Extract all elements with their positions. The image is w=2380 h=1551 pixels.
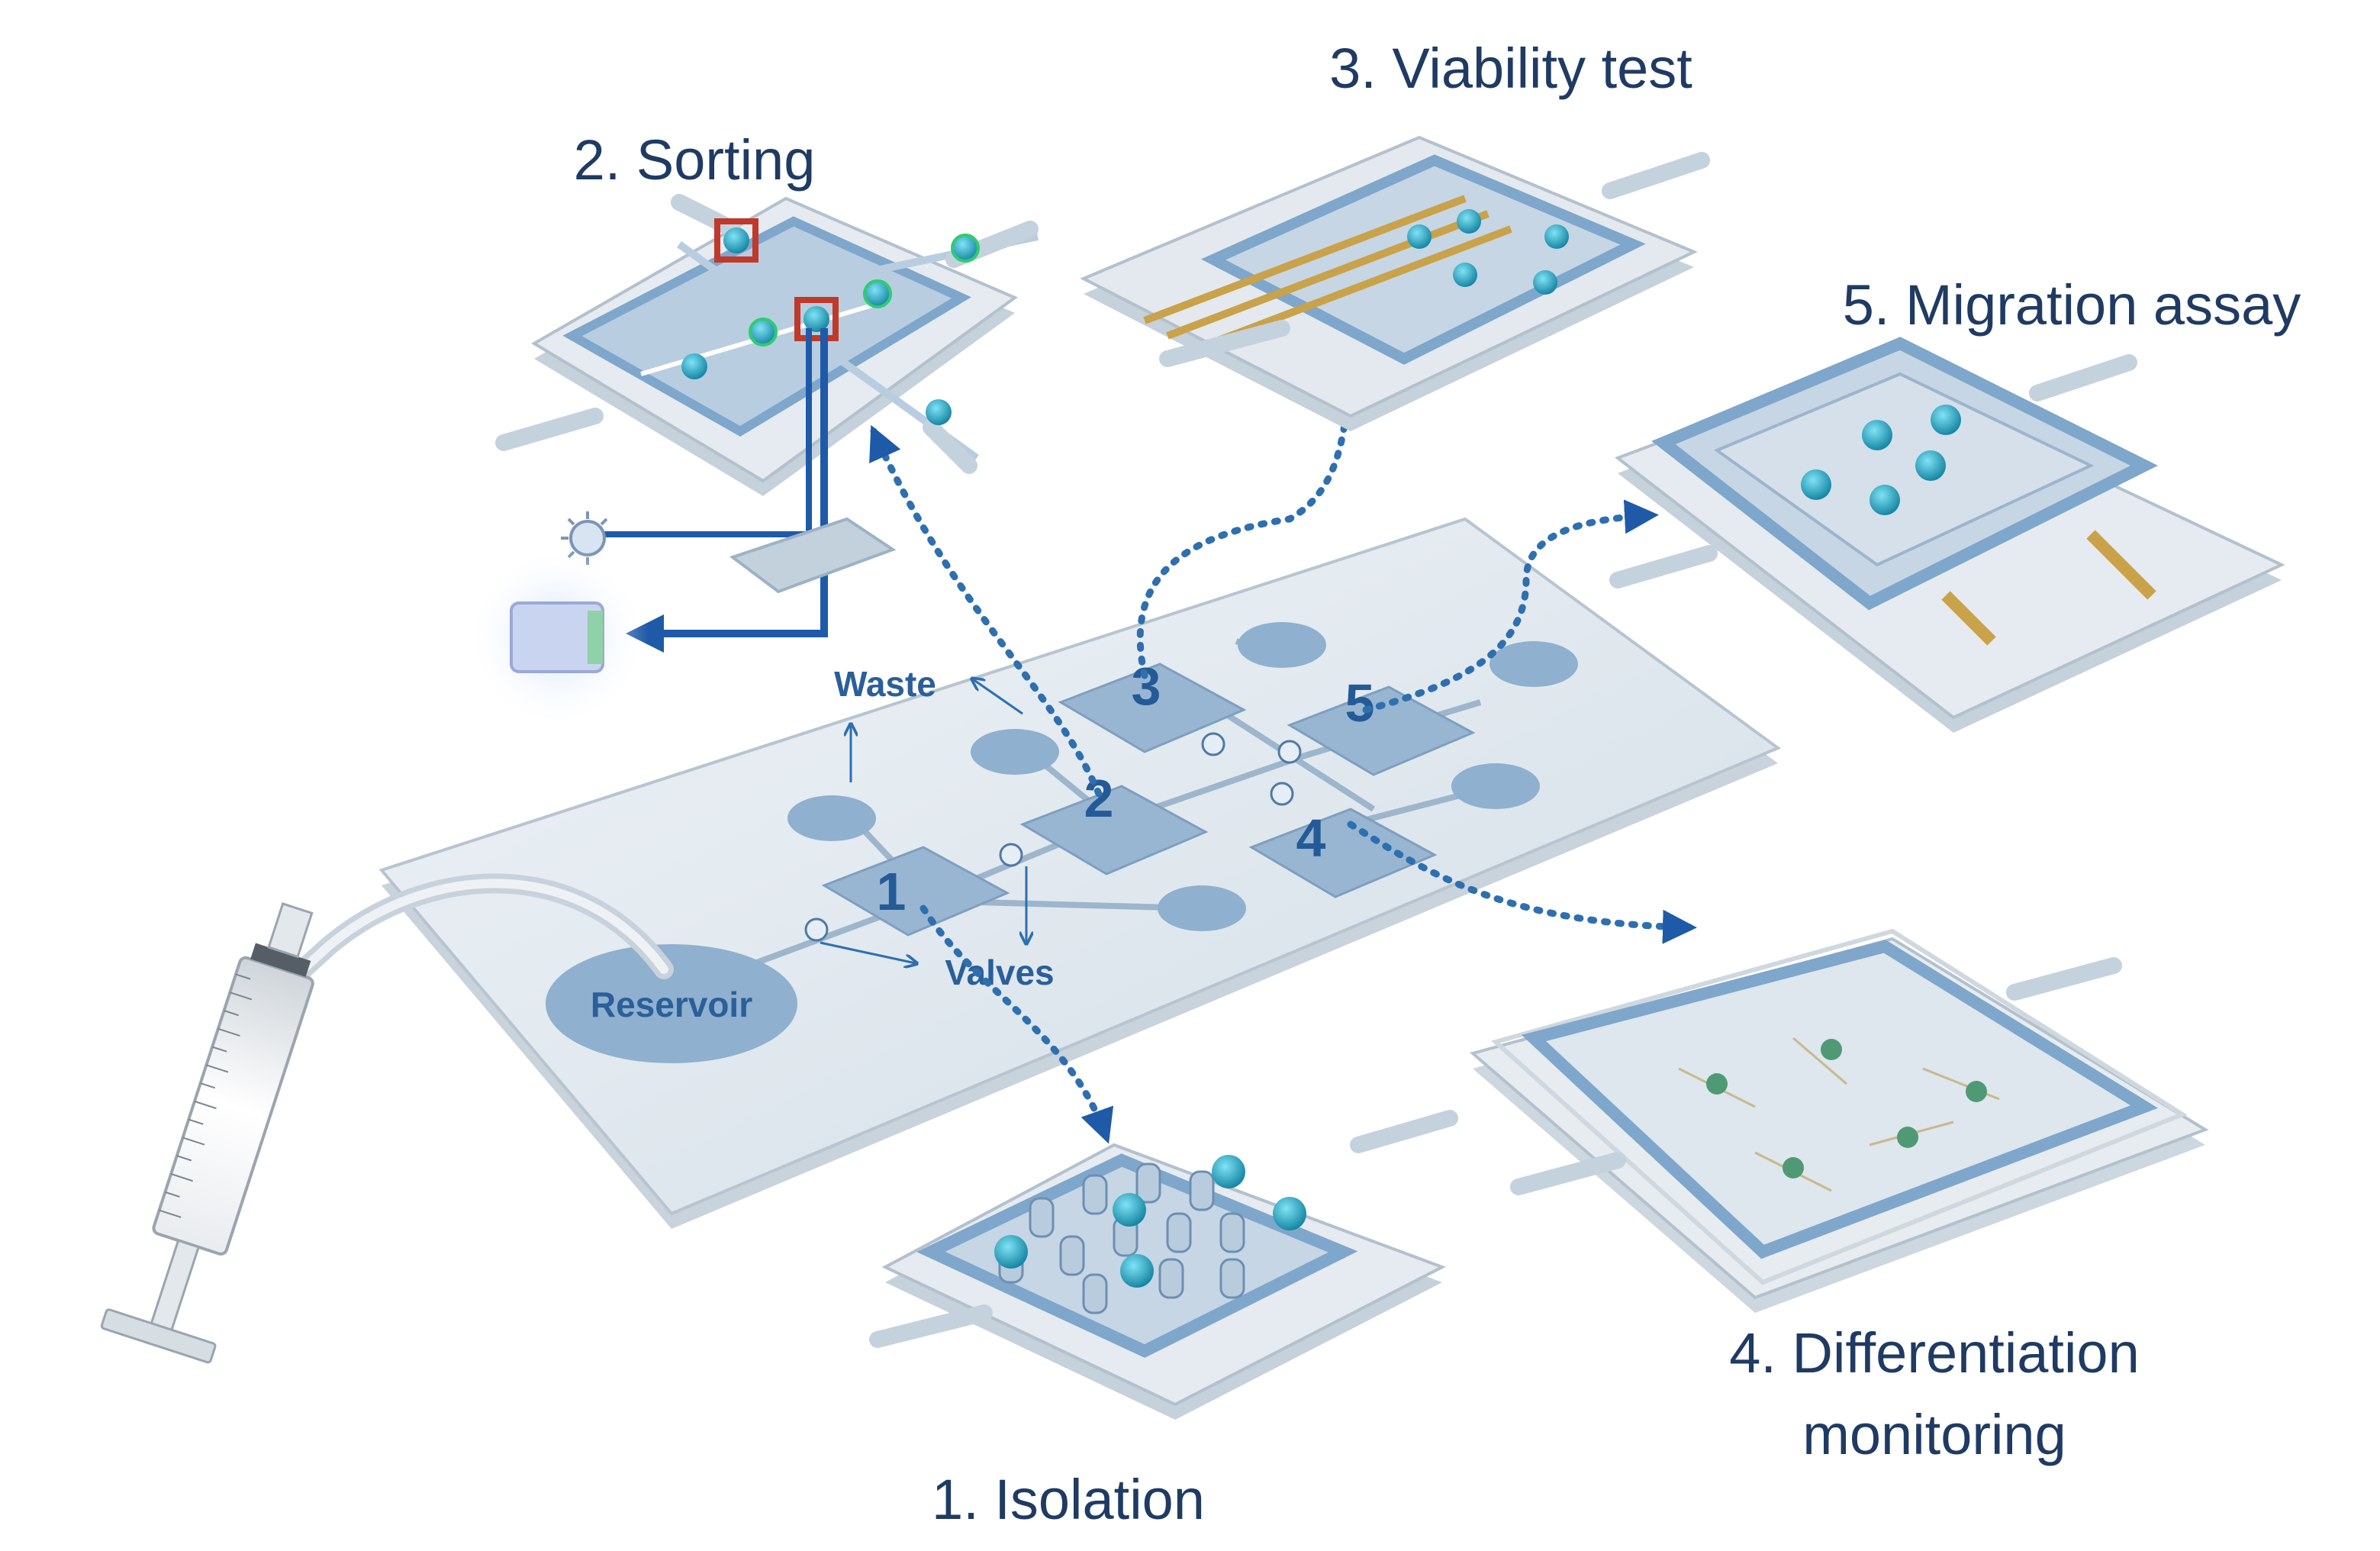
arrow-to-viability xyxy=(1136,379,1363,679)
valves-label: Valves xyxy=(945,953,1054,992)
syringe-plunger xyxy=(148,1239,201,1336)
cell xyxy=(681,353,707,379)
cell xyxy=(1120,1254,1154,1288)
cell xyxy=(804,306,829,332)
syringe-gradations xyxy=(159,973,253,1218)
cell xyxy=(1915,450,1946,481)
cell xyxy=(951,234,980,263)
reservoir-label: Reservoir xyxy=(591,985,752,1024)
cell xyxy=(1706,1073,1728,1095)
cell xyxy=(1821,1039,1842,1060)
main-chip: Reservoir 1 2 3 4 xyxy=(378,517,1782,1229)
valve xyxy=(1270,782,1294,806)
differentiation-title-line2: monitoring xyxy=(1802,1403,2066,1466)
isolation-pillars xyxy=(998,1162,1245,1314)
syringe-barrel xyxy=(152,956,314,1256)
arrow-to-differentiation xyxy=(1347,821,1697,944)
chamber-round xyxy=(971,729,1059,775)
chamber-round xyxy=(1451,763,1540,809)
viability-cells xyxy=(1407,209,1569,295)
cell xyxy=(926,399,952,425)
chamber-number-3: 3 xyxy=(1132,656,1161,716)
waste-label: Waste xyxy=(834,664,936,704)
chamber-number-2: 2 xyxy=(1084,769,1114,828)
laser-target-frame xyxy=(714,218,758,263)
chamber-round xyxy=(1238,622,1326,668)
isolation-cells xyxy=(994,1155,1306,1288)
chamber-3 xyxy=(1058,663,1247,753)
viability-tubes xyxy=(1159,152,1710,367)
cell xyxy=(1801,469,1831,500)
dotted-arrows xyxy=(869,379,1697,1144)
cell xyxy=(1533,270,1557,295)
chamber-number-4: 4 xyxy=(1296,808,1326,868)
laser-target-frame xyxy=(794,297,839,341)
migration-device xyxy=(1609,337,2285,733)
cell xyxy=(1966,1081,1987,1102)
cell xyxy=(1897,1127,1918,1148)
valve xyxy=(1201,732,1225,756)
cell xyxy=(1870,485,1900,515)
viability-title: 3. Viability test xyxy=(1329,37,1692,100)
migration-cells xyxy=(1801,405,1961,515)
valve xyxy=(804,917,829,942)
sorting-cells xyxy=(681,218,980,425)
arrow-to-migration xyxy=(1362,499,1659,714)
migration-tubes xyxy=(1609,354,2137,588)
isolation-device xyxy=(869,1110,1458,1420)
sorting-title: 2. Sorting xyxy=(574,128,816,192)
cell xyxy=(1212,1155,1245,1188)
chamber-2 xyxy=(1019,785,1209,875)
chamber-number-5: 5 xyxy=(1345,673,1375,733)
syringe xyxy=(100,873,674,1364)
migration-electrodes xyxy=(1941,530,2156,646)
isolation-title: 1. Isolation xyxy=(932,1468,1205,1531)
square-chambers xyxy=(821,663,1476,937)
cell xyxy=(1544,224,1569,249)
arrow-to-sorting xyxy=(869,424,1103,798)
differentiation-cells xyxy=(1706,1039,1987,1179)
cell xyxy=(1457,209,1481,234)
cell xyxy=(1273,1197,1306,1230)
valve-group xyxy=(804,732,1302,942)
differentiation-tubes xyxy=(1510,957,2122,1195)
differentiation-title: 4. Differentiation xyxy=(1729,1321,2140,1385)
optical-stage xyxy=(729,517,897,594)
cell xyxy=(994,1235,1028,1269)
cell xyxy=(1407,224,1432,249)
cell xyxy=(1931,405,1961,435)
cell xyxy=(1453,263,1477,287)
chamber-number-1: 1 xyxy=(877,862,907,921)
round-chambers xyxy=(787,622,1578,931)
differentiation-frame xyxy=(1521,940,2159,1259)
differentiation-device xyxy=(1469,928,2209,1313)
reservoir xyxy=(546,944,797,1063)
valve xyxy=(1277,740,1302,764)
chamber-round xyxy=(1158,885,1246,931)
migration-membrane xyxy=(1713,372,2095,567)
chamber-round xyxy=(787,795,876,841)
valve xyxy=(999,843,1023,867)
chamber-1 xyxy=(821,846,1010,937)
valves-arrow xyxy=(820,941,916,963)
cell xyxy=(723,227,749,253)
sorting-device xyxy=(465,194,1039,729)
syringe-rubber xyxy=(250,943,311,977)
isolation-tubes xyxy=(869,1110,1458,1348)
viability-device xyxy=(1080,135,1710,431)
cell xyxy=(749,318,778,347)
migration-title: 5. Migration assay xyxy=(1843,273,2301,337)
cell xyxy=(1783,1157,1804,1179)
chamber-4 xyxy=(1248,808,1438,898)
waste-arrow-2 xyxy=(973,679,1023,715)
chamber-5 xyxy=(1287,685,1476,776)
cell xyxy=(1862,420,1892,450)
cell xyxy=(1113,1193,1146,1227)
cell xyxy=(863,279,892,308)
detector-signal-line xyxy=(626,328,828,653)
arrow-to-isolation xyxy=(919,904,1114,1144)
chamber-round xyxy=(1490,641,1578,687)
